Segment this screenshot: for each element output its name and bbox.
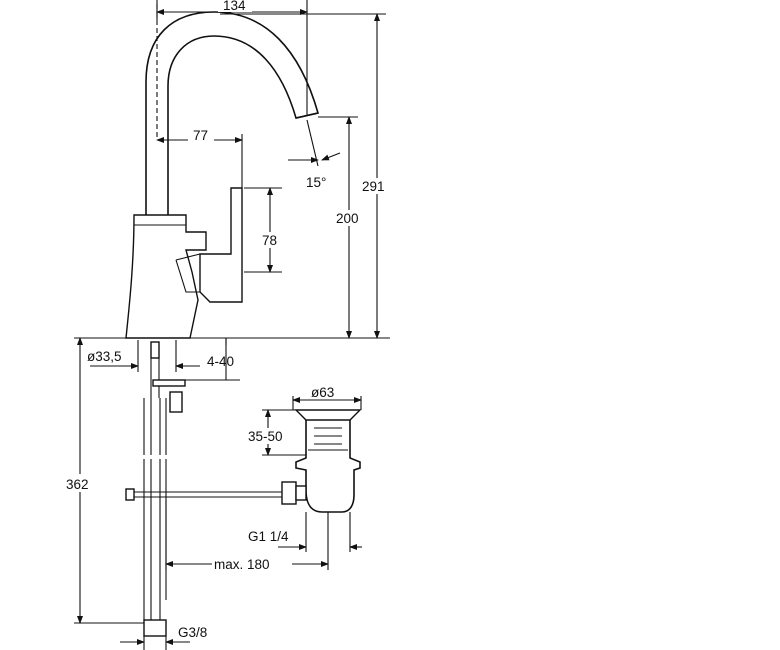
fixing-nut — [169, 391, 183, 413]
fixing-plate — [152, 379, 186, 387]
dim-text-total-height: 291 — [362, 179, 385, 194]
waste-valve — [281, 409, 362, 513]
hose-connector — [143, 619, 167, 637]
dim-text-rod-length: max. 180 — [214, 557, 270, 572]
dim-text-waste-diameter: ø63 — [311, 385, 334, 400]
dim-handle-offset: 77 — [156, 128, 243, 188]
dim-hose-connection: G3/8 — [120, 625, 207, 650]
mixer-body — [125, 214, 207, 339]
dim-text-base-diameter: ø33,5 — [87, 349, 122, 364]
dim-hose-length: 362 — [64, 337, 144, 624]
shank-assembly — [143, 341, 186, 637]
dim-waste-height: 35-50 — [246, 409, 306, 456]
dim-total-height: 291 — [220, 13, 392, 339]
lever-joint — [175, 253, 201, 293]
dim-spout-reach: 134 — [156, 0, 308, 115]
spout-outlet — [295, 112, 319, 119]
dim-text-waste-height: 35-50 — [248, 429, 283, 444]
waste-flange — [294, 409, 362, 421]
dim-text-handle-height: 78 — [262, 233, 277, 248]
dim-text-spout-reach: 134 — [223, 0, 246, 13]
dim-handle-height: 78 — [244, 187, 286, 273]
popup-rod — [125, 488, 290, 501]
spout — [145, 11, 320, 215]
dim-spout-height: 200 — [318, 116, 366, 339]
faucet — [125, 4, 320, 339]
dim-text-hose-length: 362 — [66, 477, 89, 492]
dim-text-spout-angle: 15° — [306, 175, 326, 190]
waste-side-connector — [281, 481, 297, 505]
dim-rod-length: max. 180 — [165, 500, 329, 573]
dim-text-hose-connection: G3/8 — [178, 625, 207, 640]
dim-text-handle-offset: 77 — [193, 128, 208, 143]
dim-text-deck-thickness: 4-40 — [207, 354, 234, 369]
shank-nut — [150, 341, 160, 359]
dim-waste-thread: G1 1/4 — [248, 512, 362, 552]
dim-base-diameter: ø33,5 — [87, 340, 200, 372]
dim-spout-angle: 15° — [288, 119, 341, 190]
lever-handle[interactable] — [199, 187, 243, 303]
dim-waste-diameter: ø63 — [292, 385, 362, 410]
dim-text-spout-height: 200 — [336, 211, 359, 226]
dim-text-waste-thread: G1 1/4 — [248, 529, 289, 544]
dim-deck-thickness: 4-40 — [185, 338, 240, 381]
